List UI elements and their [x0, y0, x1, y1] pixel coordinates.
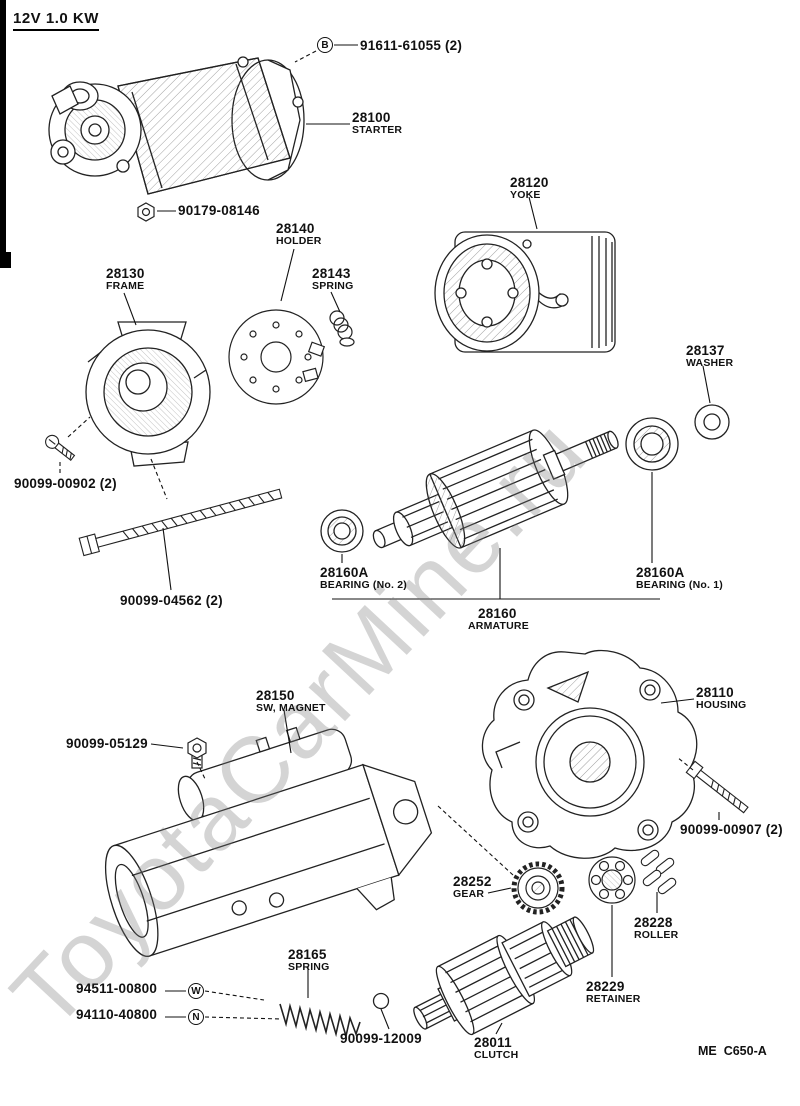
retainer-drawing [588, 856, 636, 904]
screw-00902-drawing [45, 434, 76, 461]
ball-drawing [372, 992, 390, 1010]
spring-28143-drawing [329, 310, 355, 347]
scan-edge-notch [0, 252, 11, 268]
scan-edge-bar [0, 0, 6, 252]
nut-90179-drawing [137, 202, 155, 222]
sw-magnet-drawing [104, 726, 433, 957]
holder-drawing [228, 309, 326, 405]
washer-drawing [694, 404, 730, 440]
bolt-04562-drawing [78, 488, 283, 557]
starter-drawing [48, 56, 305, 195]
bearing-no2-drawing [320, 509, 364, 553]
armature-drawing [372, 429, 619, 549]
spring-28165-drawing [279, 1002, 361, 1040]
leader-lines [59, 44, 720, 1035]
frame-drawing [85, 321, 211, 467]
housing-drawing [481, 649, 698, 859]
bearing-no1-drawing [625, 417, 679, 471]
gear-drawing [511, 861, 565, 915]
clutch-drawing [413, 916, 595, 1036]
roller-drawing [640, 849, 677, 895]
bolt-00907-drawing [685, 760, 749, 814]
yoke-drawing [434, 231, 616, 353]
nut-05129-drawing [187, 737, 207, 769]
